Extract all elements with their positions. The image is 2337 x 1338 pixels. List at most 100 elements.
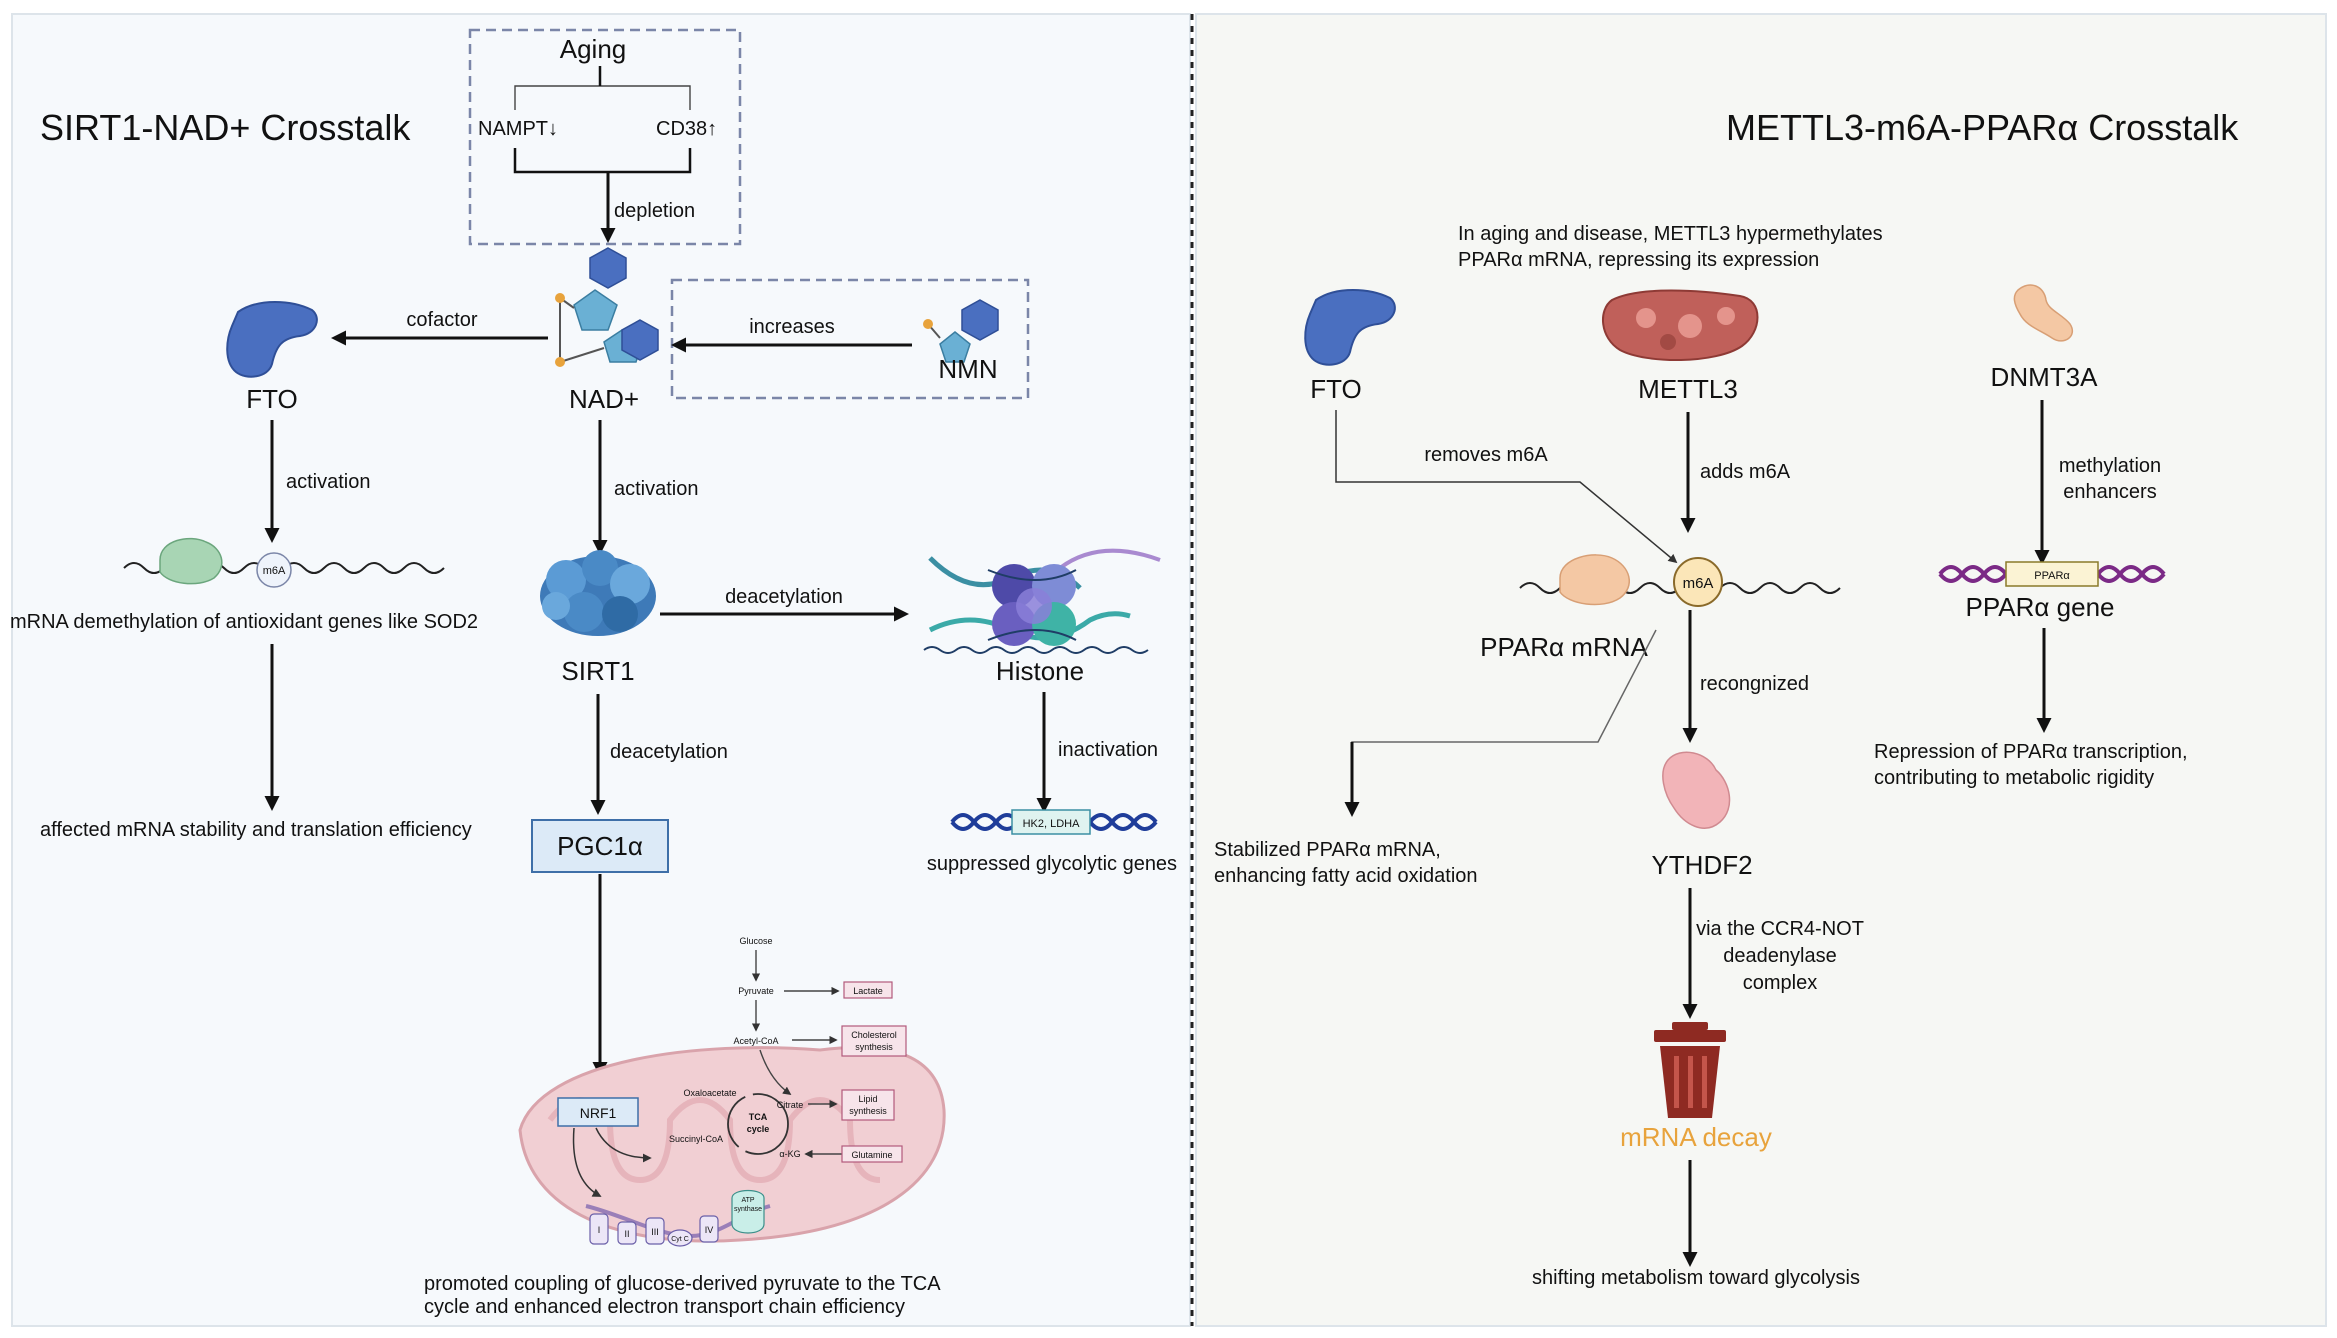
adds-label: adds m6A <box>1700 461 1791 483</box>
fto-activation-label: activation <box>286 471 371 493</box>
repression-text-1: Repression of PPARα transcription, <box>1874 741 2188 763</box>
succinyl-coa-label: Succinyl-CoA <box>669 1134 723 1144</box>
cholesterol-box <box>841 1025 907 1057</box>
oxaloacetate-label: Oxaloacetate <box>683 1088 736 1098</box>
mrna-stability-text: affected mRNA stability and translation … <box>40 819 472 841</box>
ppara-gene-box-label: PPARα <box>2034 570 2070 582</box>
aging-title: Aging <box>560 34 627 64</box>
nrf1-tca-arrow <box>595 1127 652 1163</box>
shift-text: shifting metabolism toward glycolysis <box>1532 1267 1860 1289</box>
ythdf2-protein-icon <box>1662 751 1731 829</box>
recognized-label: recongnized <box>1700 673 1809 695</box>
intro-text-1: In aging and disease, METTL3 hypermethyl… <box>1458 223 1883 245</box>
cofactor-label: cofactor <box>406 309 477 331</box>
depletion-label: depletion <box>614 200 695 222</box>
right-panel <box>1195 13 2327 1327</box>
lipid-label-2: synthesis <box>849 1106 887 1116</box>
ppara-binding-protein-icon <box>1559 554 1630 606</box>
trash-can-icon <box>1654 1022 1726 1118</box>
metabolic-pathway: Glucose Pyruvate Lactate Acetyl-CoA Chol… <box>669 936 907 1163</box>
histone-label: Histone <box>996 656 1084 686</box>
aging-bracket-top <box>514 85 691 110</box>
nmn-molecule-icon <box>923 299 999 363</box>
m6a-mark-right <box>1673 557 1723 607</box>
cholesterol-label-2: synthesis <box>855 1042 893 1052</box>
bottom-text-1: promoted coupling of glucose-derived pyr… <box>424 1273 941 1295</box>
tca-label-2: cycle <box>747 1124 770 1134</box>
nrf1-box <box>557 1097 639 1127</box>
cd38-label: CD38↑ <box>656 118 717 140</box>
glycolytic-dna-icon <box>950 813 1158 831</box>
complex-iii-label: III <box>651 1227 659 1237</box>
nrf1-etc-arrow <box>572 1127 602 1197</box>
glucose-label: Glucose <box>739 936 772 946</box>
atp-label-2: synthase <box>734 1206 762 1213</box>
m6a-label: m6A <box>263 565 286 577</box>
ccr4-label-1: via the CCR4-NOT <box>1696 918 1864 940</box>
ythdf2-label: YTHDF2 <box>1651 850 1752 880</box>
fto-label: FTO <box>246 384 298 414</box>
nmn-label: NMN <box>938 354 997 384</box>
demethylation-text: mRNA demethylation of antioxidant genes … <box>10 611 478 633</box>
hk2-ldha-box <box>1011 809 1091 835</box>
ppara-gene-box <box>2005 561 2099 587</box>
cholesterol-label-1: Cholesterol <box>851 1030 897 1040</box>
removes-label: removes m6A <box>1424 444 1548 466</box>
mettl3-protein-icon <box>1601 289 1759 361</box>
nad-activation-label: activation <box>614 478 699 500</box>
methylation-label-1: methylation <box>2059 455 2161 477</box>
glycolytic-text: suppressed glycolytic genes <box>927 853 1177 875</box>
ppara-mrna-label: PPARα mRNA <box>1480 632 1648 662</box>
tca-label-1: TCA <box>749 1112 768 1122</box>
ppara-gene-dna-icon <box>1938 565 2166 583</box>
citrate-label: Citrate <box>777 1100 804 1110</box>
complex-i-label: I <box>598 1225 601 1235</box>
complex-ii-label: II <box>624 1229 629 1239</box>
ppara-gene-label: PPARα gene <box>1966 592 2115 622</box>
nampt-label: NAMPT↓ <box>478 118 558 140</box>
nrf1-label: NRF1 <box>580 1105 617 1121</box>
right-panel-title: METTL3-m6A-PPARα Crosstalk <box>1726 107 2239 148</box>
sirt1-label: SIRT1 <box>561 656 634 686</box>
m6a-label-right: m6A <box>1683 575 1714 592</box>
pgc1a-label: PGC1α <box>557 831 643 861</box>
aging-bracket-bottom <box>513 148 692 174</box>
reader-protein-icon <box>159 537 223 585</box>
ccr4-label-3: complex <box>1743 972 1817 994</box>
lipid-box <box>841 1089 895 1121</box>
methylation-label-2: enhancers <box>2063 481 2156 503</box>
fto-label-right: FTO <box>1310 374 1362 404</box>
bottom-text-2: cycle and enhanced electron transport ch… <box>424 1296 905 1318</box>
acetyl-coa-label: Acetyl-CoA <box>733 1036 778 1046</box>
ccr4-label-2: deadenylase <box>1723 945 1836 967</box>
electron-transport-chain: I II III Cyt C IV ATP synthase <box>585 1189 771 1247</box>
fto-protein-icon-right <box>1304 289 1396 366</box>
lactate-label: Lactate <box>853 986 883 996</box>
stabilized-text-1: Stabilized PPARα mRNA, <box>1214 839 1441 861</box>
pgc1a-box <box>531 819 669 873</box>
histone-icon <box>923 548 1161 654</box>
intro-text-2: PPARα mRNA, repressing its expression <box>1458 249 1819 271</box>
lipid-label-1: Lipid <box>858 1094 877 1104</box>
mettl3-label: METTL3 <box>1638 374 1738 404</box>
glutamine-box <box>841 1145 903 1163</box>
fto-protein-icon <box>226 301 318 378</box>
histone-deacetylation-label: deacetylation <box>725 586 843 608</box>
nad-molecule-icon <box>555 247 659 367</box>
increases-label: increases <box>749 316 835 338</box>
removes-m6a-arrow <box>1335 410 1678 564</box>
dnmt3a-protein-icon <box>2013 284 2073 342</box>
inactivation-label: inactivation <box>1058 739 1158 761</box>
glutamine-label: Glutamine <box>851 1150 892 1160</box>
repression-text-2: contributing to metabolic rigidity <box>1874 767 2154 789</box>
cyt-c-label: Cyt C <box>671 1236 689 1243</box>
nad-label: NAD+ <box>569 384 639 414</box>
complex-iv-label: IV <box>705 1225 714 1235</box>
pyruvate-label: Pyruvate <box>738 986 774 996</box>
mrna-decay-label: mRNA decay <box>1620 1122 1772 1152</box>
pgc-deacetylation-label: deacetylation <box>610 741 728 763</box>
akg-label: α-KG <box>779 1149 800 1159</box>
aging-box <box>468 28 742 246</box>
sirt1-protein-icon <box>540 550 656 636</box>
